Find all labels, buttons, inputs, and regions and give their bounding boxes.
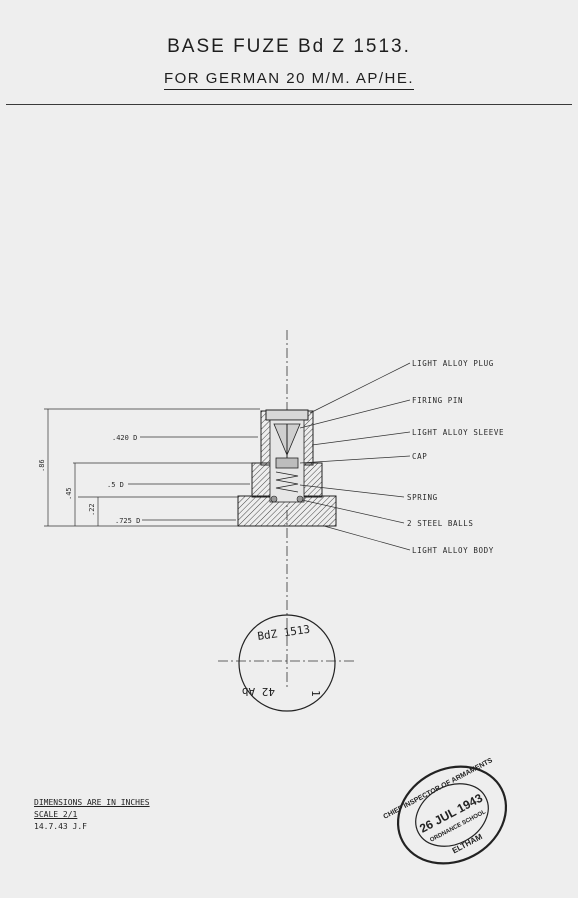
title-block: BASE FUZE Bd Z 1513. FOR GERMAN 20 M/M. …: [6, 6, 572, 105]
spring: [275, 471, 299, 493]
dim-22: .22: [88, 503, 96, 516]
label-cap: CAP: [412, 452, 427, 461]
note-scale: SCALE 2/1: [34, 810, 78, 819]
label-light-alloy-sleeve: LIGHT ALLOY SLEEVE: [412, 428, 504, 437]
plug: [265, 409, 309, 421]
label-firing-pin: FIRING PIN: [412, 396, 463, 405]
dim-420: .420 D: [112, 434, 137, 442]
label-light-alloy-body: LIGHT ALLOY BODY: [412, 546, 494, 555]
steel-ball: [296, 495, 304, 503]
label-spring: SPRING: [407, 493, 438, 502]
base-marking-mark: 1: [309, 690, 322, 697]
base-marking-top: BdZ 1513: [257, 623, 311, 643]
drawing-subtitle: FOR GERMAN 20 M/M. AP/HE.: [6, 70, 572, 90]
label-light-alloy-plug: LIGHT ALLOY PLUG: [412, 359, 494, 368]
note-date-initials: 14.7.43 J.F: [34, 822, 87, 831]
dimensions: [44, 408, 260, 527]
fuze-section: [237, 409, 337, 527]
cap: [275, 457, 299, 469]
steel-ball: [270, 495, 278, 503]
dim-5: .5 D: [107, 481, 124, 489]
drawing-notes: DIMENSIONS ARE IN INCHES SCALE 2/1 14.7.…: [34, 797, 150, 833]
dim-725: .725 D: [115, 517, 140, 525]
inspection-stamp: CHIEF INSPECTOR OF ARMAMENTS 26 JUL 1943…: [382, 757, 508, 865]
dim-45: .45: [65, 487, 73, 500]
note-units: DIMENSIONS ARE IN INCHES: [34, 798, 150, 807]
base-view: BdZ 1513 42 Ab 1: [218, 614, 357, 712]
dim-86: .86: [38, 459, 46, 472]
drawing-title: BASE FUZE Bd Z 1513.: [167, 36, 411, 57]
label-steel-balls: 2 STEEL BALLS: [407, 519, 474, 528]
base-marking-bottom: 42 Ab: [242, 685, 275, 698]
leader-lines: [299, 362, 411, 551]
